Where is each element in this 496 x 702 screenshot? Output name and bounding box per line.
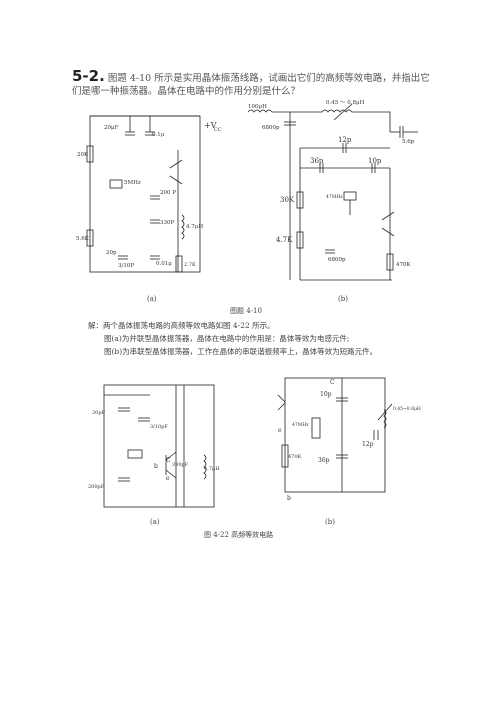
svg-text:470K: 470K — [288, 454, 302, 460]
svg-text:0.45~0.8μH: 0.45~0.8μH — [393, 406, 421, 412]
svg-text:4.7μH: 4.7μH — [204, 466, 220, 472]
svg-text:b: b — [287, 495, 291, 502]
solution-line-2: 图(a)为并联型晶体振荡器，晶体在电路中的作用是：晶体等效为电感元件; — [104, 334, 350, 343]
svg-text:20pF: 20pF — [92, 410, 106, 416]
svg-text:3/10pF: 3/10pF — [150, 424, 168, 430]
svg-text:200 P: 200 P — [160, 190, 176, 196]
svg-text:10p: 10p — [320, 391, 332, 398]
svg-text:47MHz: 47MHz — [326, 194, 343, 200]
svg-text:0.1μ: 0.1μ — [152, 132, 165, 138]
problem-statement: 5-2. 图题 4-10 所示是实用晶体振荡线路，试画出它们的高频等效电路，并指… — [72, 67, 432, 98]
svg-text:12p: 12p — [362, 441, 374, 448]
svg-text:6800p: 6800p — [262, 125, 280, 131]
svg-text:e: e — [166, 475, 170, 482]
solution-line-1: 解：两个晶体振荡电路的高频等效电路如图 4-22 所示。 — [88, 321, 275, 330]
svg-text:0.45 ～ 0.8μH: 0.45 ～ 0.8μH — [326, 100, 365, 106]
circuit-top-a: +V CC 20μF 0.1μ 20K 5MHz 200 P 330P 4.7μ… — [76, 115, 222, 273]
svg-text:b: b — [154, 463, 158, 470]
svg-text:4.7K: 4.7K — [276, 236, 293, 244]
svg-text:2.7K: 2.7K — [184, 262, 196, 268]
svg-text:5.6p: 5.6p — [402, 139, 415, 145]
svg-text:100μH: 100μH — [248, 104, 267, 110]
vcc-label: +V — [204, 121, 217, 130]
top-figure-caption: 图题 4-10 — [230, 307, 262, 315]
svg-text:20p: 20p — [106, 250, 117, 256]
svg-text:47MHz: 47MHz — [292, 422, 309, 428]
bottom-figure-label-a: (a) — [150, 518, 160, 526]
circuit-top-b: 100μH 0.45 ～ 0.8μH 6800p 12p 5.6p 36p 10… — [247, 100, 418, 281]
circuit-bottom-b: C 10p 47MHz e 470K 36p 12p 0.45~0.8μH b — [277, 377, 421, 502]
bottom-figure-label-b: (b) — [325, 518, 335, 526]
svg-text:e: e — [278, 427, 282, 434]
svg-text:5MHz: 5MHz — [124, 180, 141, 186]
top-figure-label-a: (a) — [147, 295, 157, 303]
svg-text:36p: 36p — [318, 457, 330, 464]
svg-text:5.6K: 5.6K — [76, 236, 90, 242]
svg-text:3/10P: 3/10P — [118, 263, 134, 269]
problem-text: 图题 4-10 所示是实用晶体振荡线路，试画出它们的高频等效电路，并指出它们是哪… — [72, 73, 430, 97]
svg-text:30K: 30K — [280, 196, 295, 204]
top-figure-label-b: (b) — [338, 295, 348, 303]
svg-text:470K: 470K — [396, 262, 411, 268]
svg-text:CC: CC — [214, 127, 222, 133]
svg-text:0.01μ: 0.01μ — [156, 261, 172, 267]
svg-text:4.7μH: 4.7μH — [186, 224, 203, 230]
svg-text:36p: 36p — [310, 157, 324, 165]
problem-number: 5-2. — [72, 67, 105, 85]
svg-text:12p: 12p — [338, 136, 352, 144]
svg-text:20μF: 20μF — [104, 125, 119, 131]
svg-text:C: C — [330, 379, 335, 386]
bottom-figure-caption: 图 4-22 高频等效电路 — [204, 531, 274, 539]
svg-text:330P: 330P — [160, 220, 174, 226]
svg-text:330pF: 330pF — [172, 462, 189, 468]
svg-text:200pF: 200pF — [88, 484, 105, 490]
solution-line-3: 图(b)为串联型晶体振荡器，工作在晶体的串联谐振频率上，晶体等效为短路元件。 — [104, 347, 378, 356]
circuit-bottom-a: 20pF 3/10pF 200pF 330pF 4.7μH b C e — [88, 384, 220, 508]
svg-text:6800p: 6800p — [328, 257, 346, 263]
svg-text:C: C — [166, 457, 171, 464]
svg-text:10p: 10p — [368, 157, 382, 165]
svg-text:20K: 20K — [77, 152, 89, 158]
